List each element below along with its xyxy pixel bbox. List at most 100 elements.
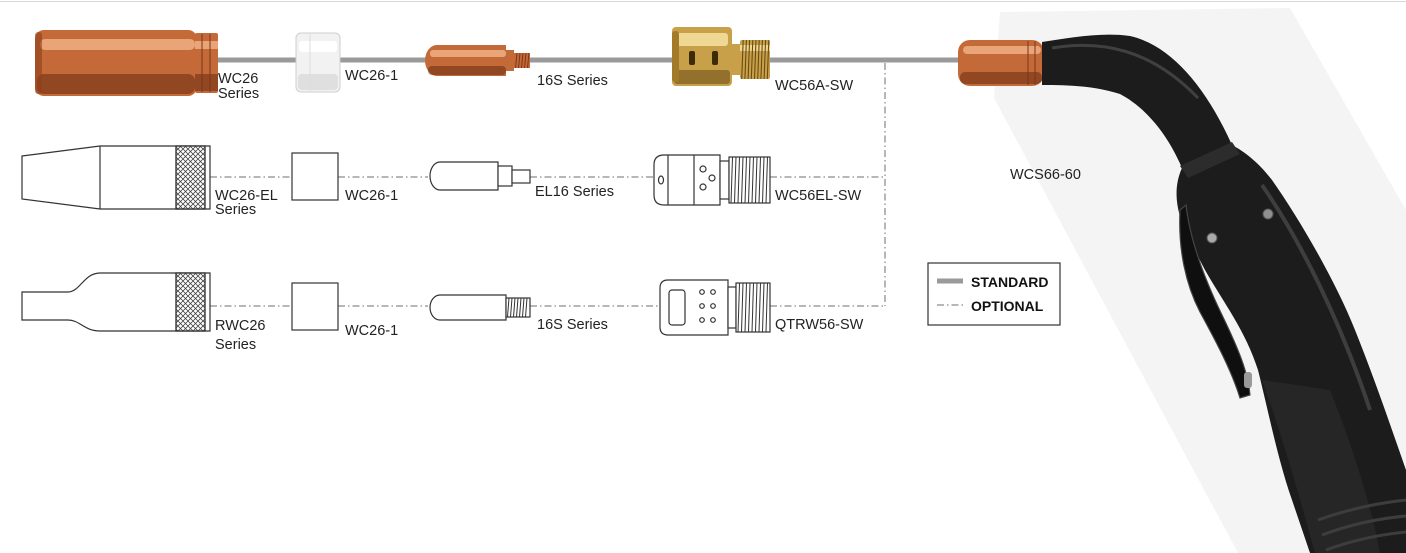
tip-body	[429, 294, 507, 321]
knurl-line	[175, 298, 206, 329]
knurl-line	[175, 156, 206, 187]
gun-neck	[1042, 34, 1232, 168]
diffuser-gas-hole	[710, 303, 716, 309]
nozzle-outline	[21, 272, 211, 332]
diffuser-thread	[728, 156, 771, 204]
welding-gun-image	[958, 34, 1406, 553]
knurl-line	[184, 145, 206, 167]
insulator-label: WC26-1	[345, 188, 398, 204]
knurl-line	[194, 272, 206, 284]
thread-line	[513, 297, 516, 318]
knurl-line	[194, 145, 206, 157]
knurl-line	[175, 161, 206, 192]
diffuser-qtrw56-sw-drawing	[659, 279, 771, 336]
knurl-line	[175, 146, 206, 177]
knurl-line	[175, 201, 184, 210]
knurl-line	[175, 145, 192, 162]
diffuser-wc56a-sw-image	[672, 27, 770, 86]
tip-thread	[505, 297, 531, 318]
diffuser-label: QTRW56-SW	[775, 317, 864, 333]
diffuser-gas-hole	[710, 317, 716, 323]
nozzle-knurl	[175, 145, 206, 210]
knurl-line	[175, 186, 199, 210]
thread-line	[744, 39, 747, 80]
thread-line	[762, 282, 765, 333]
thread-line	[763, 39, 767, 80]
gun-screw	[1206, 232, 1218, 244]
thread-line	[765, 282, 768, 333]
knurl-line	[189, 145, 206, 162]
thread-line	[748, 282, 751, 333]
diffuser-shade	[674, 70, 730, 84]
insulator-wc26-1-drawing	[291, 152, 339, 201]
diffuser-front-hole	[657, 175, 665, 185]
knurl-line	[179, 272, 206, 299]
knurl-line	[175, 272, 187, 284]
thread-line	[748, 156, 751, 204]
diffuser-gas-hole	[699, 317, 705, 323]
thread-line	[730, 156, 733, 204]
insulator-wc26-1-drawing	[291, 282, 339, 331]
diffuser-label: WC56EL-SW	[775, 188, 862, 204]
nozzle-label-series: Series	[218, 86, 259, 102]
knurl-area	[175, 145, 206, 210]
knurl-line	[199, 145, 206, 152]
diffuser-neck	[727, 286, 737, 329]
thread-line	[755, 282, 758, 333]
diffuser-gas-hole	[699, 289, 705, 295]
knurl-line	[179, 145, 206, 172]
nozzle-label: RWC26	[215, 318, 266, 334]
knurl-line	[175, 288, 206, 319]
knurl-area	[175, 272, 206, 332]
nozzle-front-rim	[35, 32, 42, 94]
gun-cable-rib	[1321, 514, 1406, 537]
thread-line	[521, 52, 524, 69]
knurl-line	[175, 145, 187, 157]
knurl-line	[175, 145, 182, 152]
nozzle-wc26-el-drawing	[21, 145, 211, 210]
thread-line	[760, 39, 763, 80]
insulator-wc26-1-image	[295, 32, 341, 93]
legend-standard-label: STANDARD	[971, 274, 1049, 290]
thread-line	[753, 39, 757, 80]
optional-connectors	[210, 63, 886, 307]
tip-thread	[514, 52, 530, 69]
knurl-line	[199, 272, 206, 279]
gun-nozzle-shade	[960, 72, 1042, 84]
thread-line	[744, 282, 747, 333]
nozzle-label: WC26-EL	[215, 188, 278, 204]
diffuser-gas-hole	[699, 183, 707, 191]
thread-line	[525, 297, 528, 318]
diffuser-front-rim	[672, 31, 679, 82]
thread-line	[744, 156, 747, 204]
knurl-line	[187, 313, 206, 332]
gun-handle-highlight	[1260, 183, 1372, 411]
gun-screw	[1262, 208, 1274, 220]
knurl-line	[177, 181, 206, 210]
knurl-line	[175, 145, 202, 172]
thread-line	[741, 282, 744, 333]
knurl-line	[175, 278, 206, 309]
tip-end	[511, 169, 531, 184]
knurl-line	[175, 145, 197, 167]
thread-line	[519, 297, 522, 318]
knurl-border	[175, 272, 206, 332]
diffuser-thread	[735, 282, 771, 333]
knurl-line	[175, 323, 184, 332]
diffuser-thread	[740, 39, 770, 80]
nozzle-label: WC26	[218, 71, 258, 87]
diffuser-slot	[668, 289, 686, 326]
thread-line	[766, 39, 770, 80]
nozzle-knurl	[175, 272, 206, 332]
diffuser-gas-hole	[708, 174, 716, 182]
thread-line	[741, 39, 744, 80]
gun-label: WCS66-60	[1010, 167, 1081, 183]
nozzle-highlight	[40, 39, 195, 50]
contact-tip-16s-drawing	[429, 294, 531, 321]
legend-box: STANDARD OPTIONAL	[927, 262, 1061, 326]
tip-label: EL16 Series	[535, 184, 614, 200]
tip-label: 16S Series	[537, 73, 608, 89]
knurl-line	[175, 176, 206, 207]
nozzle-rwc26-drawing	[21, 272, 211, 332]
